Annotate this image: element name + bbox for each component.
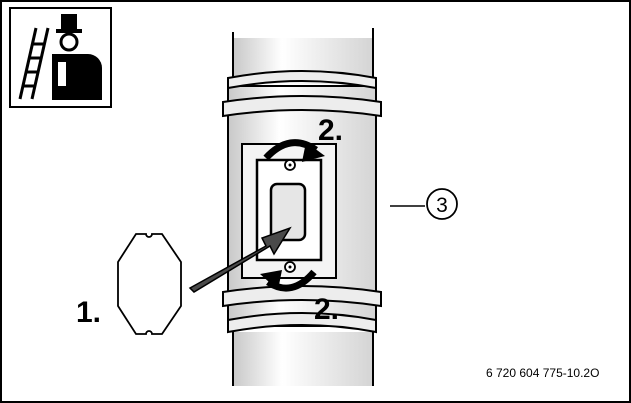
rotate-arrow-icon	[263, 139, 325, 162]
document-number: 6 720 604 775-10.2O	[486, 366, 599, 380]
lower-clamp-ring	[222, 285, 382, 334]
step-label-turn-bottom: 2.	[314, 293, 339, 326]
chimney-sweep-icon	[9, 7, 112, 108]
rotate-arrow-icon	[260, 269, 317, 292]
step-label-insert: 1.	[76, 296, 101, 329]
ladder-icon	[18, 27, 50, 100]
step-label-turn-top: 2.	[318, 114, 343, 147]
upper-clamp-ring	[222, 70, 382, 118]
arrow-right-icon	[188, 226, 292, 293]
callout-3	[390, 188, 458, 220]
callout-number: 3	[436, 194, 448, 217]
inspection-opening	[241, 143, 337, 279]
cover-plate	[117, 233, 182, 335]
flue-pipe	[222, 28, 382, 386]
sweep-figure-icon	[52, 14, 102, 100]
